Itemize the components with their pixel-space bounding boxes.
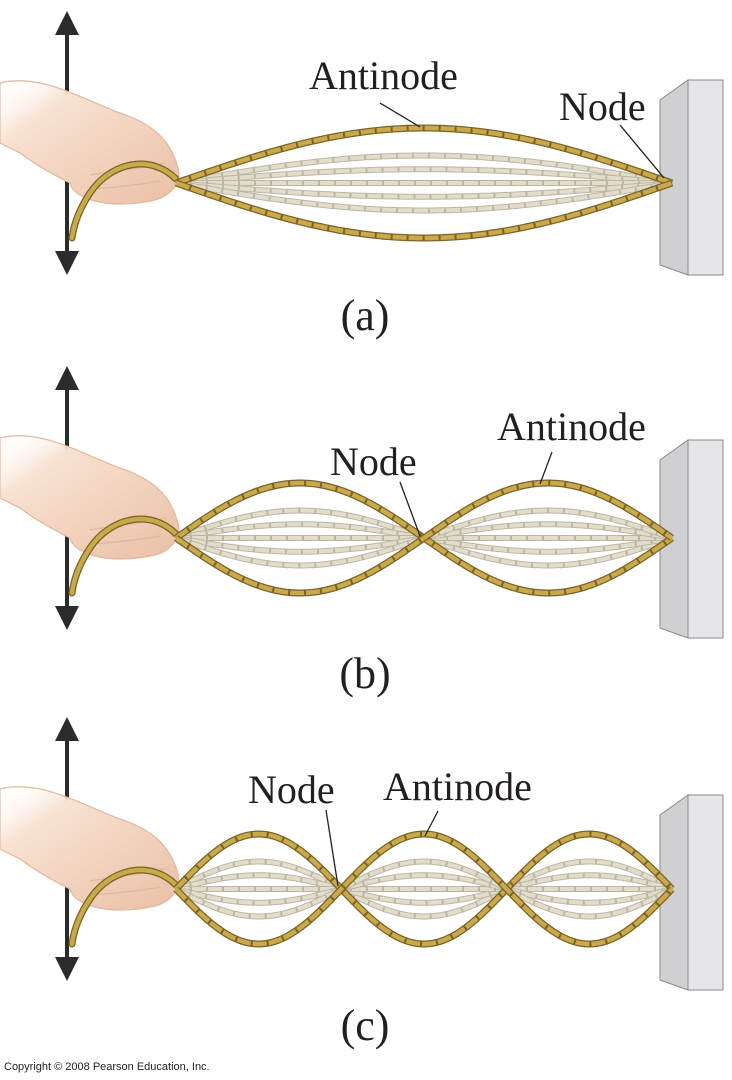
node-label: Node bbox=[248, 767, 335, 812]
label-leaders bbox=[325, 809, 439, 887]
wave-envelopes bbox=[174, 479, 674, 597]
leader-line bbox=[399, 481, 421, 537]
panel-caption: (a) bbox=[341, 291, 390, 340]
panel-caption: (b) bbox=[339, 649, 390, 698]
leader-line bbox=[619, 124, 665, 179]
wall bbox=[659, 439, 724, 639]
envelope bbox=[174, 831, 674, 947]
copyright-notice: Copyright © 2008 Pearson Education, Inc. bbox=[4, 1061, 210, 1073]
panel-a: Antinode Node (a) bbox=[0, 11, 724, 340]
envelope bbox=[174, 480, 674, 596]
wall-side bbox=[687, 79, 724, 276]
finger-line bbox=[91, 535, 161, 545]
wall-side bbox=[687, 439, 724, 639]
hand bbox=[0, 786, 180, 948]
wall bbox=[659, 794, 724, 991]
label-leaders bbox=[379, 102, 665, 179]
panel-b: Node Antinode (b) bbox=[0, 366, 724, 698]
hand-shape bbox=[0, 80, 180, 205]
label-leaders bbox=[399, 451, 553, 537]
node-label: Node bbox=[330, 439, 417, 484]
hand-shape bbox=[0, 435, 180, 560]
envelope bbox=[175, 180, 673, 241]
faint-envelope bbox=[175, 859, 673, 919]
faint-envelope bbox=[175, 508, 673, 568]
faint-envelope bbox=[175, 181, 673, 213]
hand bbox=[0, 435, 180, 597]
antinode-label: Antinode bbox=[497, 404, 646, 449]
faint-envelope bbox=[175, 859, 673, 919]
faint-envelope bbox=[175, 153, 673, 185]
faint-envelope bbox=[175, 873, 673, 905]
finger-line bbox=[91, 886, 161, 896]
rope-tail bbox=[69, 516, 179, 596]
node-label: Node bbox=[559, 84, 646, 129]
leader-line bbox=[539, 451, 553, 485]
wall-side bbox=[687, 794, 724, 991]
antinode-label: Antinode bbox=[309, 53, 458, 98]
envelope bbox=[174, 831, 674, 947]
faint-envelope bbox=[175, 873, 673, 905]
hand bbox=[0, 80, 180, 242]
wave-envelopes bbox=[173, 830, 675, 948]
leader-line bbox=[424, 810, 439, 837]
hand-shape bbox=[0, 786, 180, 911]
faint-envelope bbox=[175, 167, 673, 185]
faint-envelope bbox=[175, 508, 673, 568]
wall bbox=[659, 79, 724, 276]
envelope bbox=[175, 125, 673, 186]
panel-c: Node Antinode (c) bbox=[0, 717, 724, 1050]
antinode-label: Antinode bbox=[383, 764, 532, 809]
leader-line bbox=[379, 102, 421, 128]
leader-line bbox=[325, 809, 339, 887]
finger-line bbox=[91, 180, 161, 190]
faint-envelope bbox=[175, 181, 673, 199]
wave-envelopes bbox=[174, 124, 674, 242]
panel-caption: (c) bbox=[341, 1001, 390, 1050]
rope-tail bbox=[69, 867, 179, 947]
rope-tail bbox=[69, 161, 179, 241]
